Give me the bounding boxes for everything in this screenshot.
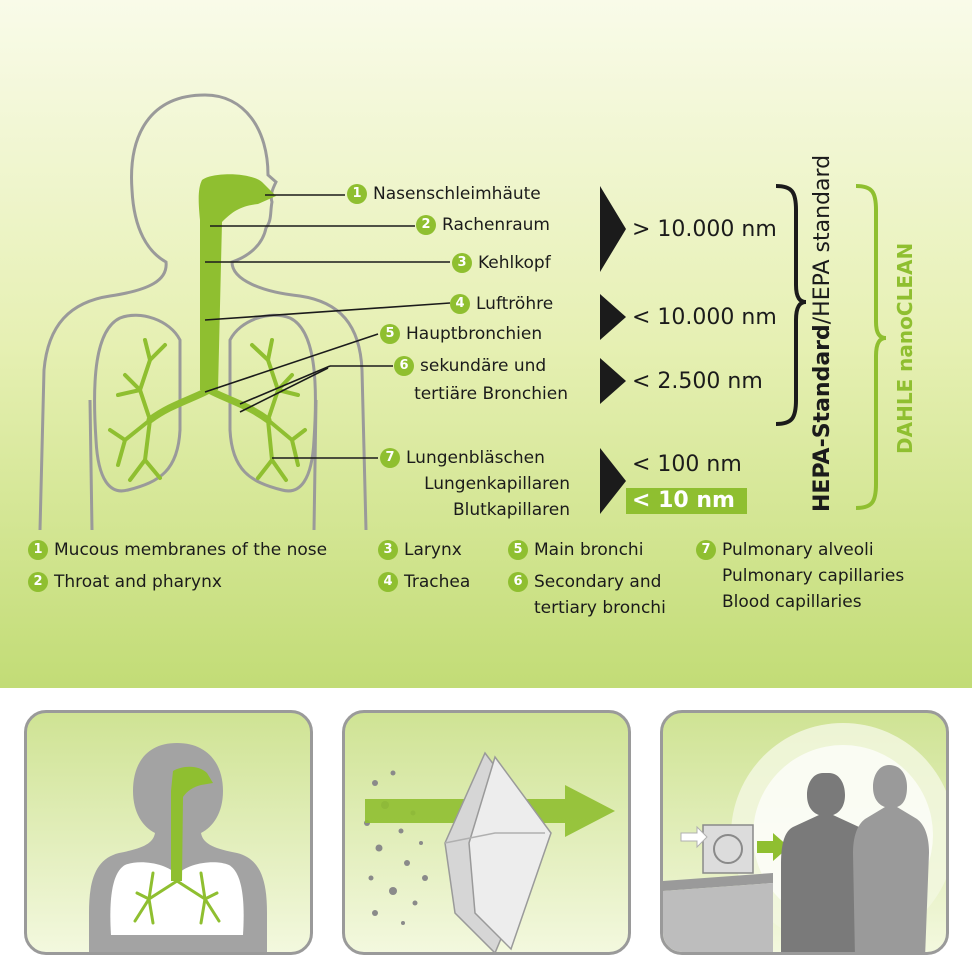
label-6-line-2: tertiäre Bronchien — [414, 384, 568, 404]
airway-icon — [108, 174, 307, 482]
diagram-background — [0, 0, 972, 688]
label-7-line-2: Lungenkapillaren — [424, 474, 570, 494]
respiratory-diagram — [38, 93, 887, 531]
filter-arrow-icon — [364, 751, 615, 952]
size-1: > 10.000 nm — [632, 217, 777, 242]
size-4: < 100 nm — [632, 452, 742, 477]
number-badge: 2 — [416, 215, 436, 235]
hepa-bracket-icon — [775, 184, 807, 426]
number-badge: 6 — [508, 572, 528, 592]
dahle-bracket-icon — [855, 184, 887, 510]
number-badge: 2 — [28, 572, 48, 592]
leader-lines — [204, 194, 451, 459]
panel-filter — [342, 710, 631, 955]
number-badge: 7 — [696, 540, 716, 560]
panel-purifier — [660, 710, 949, 955]
number-badge: 5 — [508, 540, 528, 560]
panel-human — [24, 710, 313, 955]
label-7-line-3: Blutkapillaren — [452, 500, 570, 520]
size-3: < 2.500 nm — [632, 369, 763, 394]
human-respiratory-icon — [89, 743, 267, 952]
legend-6-line-2: tertiary bronchi — [534, 598, 666, 618]
hepa-standard-label: HEPA-Standard/HEPA standard — [810, 154, 835, 512]
number-badge: 3 — [378, 540, 398, 560]
number-badge: 1 — [28, 540, 48, 560]
size-arrow-icons — [600, 186, 626, 514]
number-badge: 5 — [380, 324, 400, 344]
legend-7-line-3: Blood capillaries — [722, 592, 862, 612]
number-badge: 4 — [450, 294, 470, 314]
dahle-nanoclean-label: DAHLE nanoCLEAN — [893, 242, 917, 454]
number-badge: 6 — [394, 356, 414, 376]
purifier-people-icon — [663, 723, 946, 952]
number-badge: 4 — [378, 572, 398, 592]
size-2: < 10.000 nm — [632, 305, 777, 330]
size-5-highlight: < 10 nm — [626, 488, 747, 514]
number-badge: 3 — [452, 253, 472, 273]
number-badge: 7 — [380, 448, 400, 468]
legend-7-line-2: Pulmonary capillaries — [722, 566, 905, 586]
number-badge: 1 — [347, 184, 367, 204]
